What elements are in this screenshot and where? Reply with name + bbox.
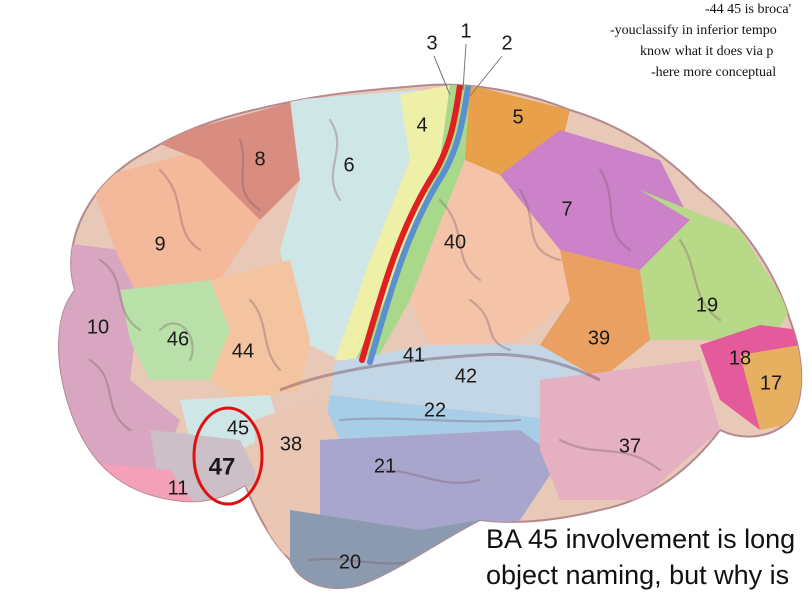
region-4	[335, 85, 450, 360]
label-area-37: 37	[619, 435, 641, 457]
label-area-3: 3	[426, 32, 437, 54]
label-area-41: 41	[403, 344, 425, 366]
label-area-10: 10	[87, 316, 109, 338]
note-line-2: -youclassify in inferior tempo	[610, 23, 777, 38]
region-10	[59, 240, 180, 480]
label-area-4: 4	[416, 114, 427, 136]
region-41-42	[330, 345, 600, 420]
region-21	[320, 430, 560, 540]
label-area-18: 18	[729, 347, 751, 369]
label-area-22: 22	[424, 399, 446, 421]
label-area-40: 40	[444, 231, 466, 253]
label-area-5: 5	[512, 106, 523, 128]
label-area-11: 11	[168, 477, 189, 499]
pointer-lines	[433, 43, 503, 97]
label-area-47: 47	[209, 453, 236, 480]
label-area-21: 21	[374, 455, 396, 477]
region-37	[540, 360, 720, 500]
label-area-8: 8	[254, 148, 265, 170]
region-9	[90, 150, 260, 300]
region-7	[500, 130, 690, 270]
sylvian-fissure	[279, 352, 601, 392]
highlight-circle	[192, 406, 264, 506]
label-area-46: 46	[167, 328, 189, 350]
caption-line-1: BA 45 involvement is long	[486, 524, 796, 554]
label-area-6: 6	[343, 154, 354, 176]
label-area-42: 42	[455, 365, 477, 387]
label-area-2: 2	[501, 32, 512, 54]
area-labels: 3 1 2 4 5 6 8 7 9 40 19 10 46 39 44 41 1…	[87, 20, 782, 573]
label-area-17: 17	[760, 372, 782, 394]
region-17	[740, 345, 802, 430]
label-area-20: 20	[339, 551, 361, 573]
label-area-39: 39	[588, 327, 610, 349]
region-39	[540, 250, 650, 380]
label-area-19: 19	[696, 294, 718, 316]
label-area-44: 44	[232, 340, 254, 362]
label-area-7: 7	[561, 198, 572, 220]
region-19	[640, 190, 790, 360]
central-sulcus-stripes	[359, 84, 471, 365]
label-area-38: 38	[280, 433, 302, 455]
label-area-1: 1	[460, 20, 471, 42]
caption-line-2: object naming, but why is	[486, 560, 790, 590]
note-line-1: -44 45 is broca'	[705, 2, 792, 17]
note-line-3: know what it does via p	[640, 44, 774, 59]
region-6	[280, 90, 420, 360]
region-20	[290, 510, 480, 588]
brodmann-regions	[59, 84, 802, 588]
sulci-texture	[88, 118, 722, 565]
region-40	[410, 160, 570, 345]
note-line-4: -here more conceptual	[651, 65, 777, 80]
region-44	[210, 260, 310, 400]
region-46	[120, 280, 230, 380]
label-area-45: 45	[227, 417, 249, 439]
label-area-9: 9	[154, 233, 165, 255]
